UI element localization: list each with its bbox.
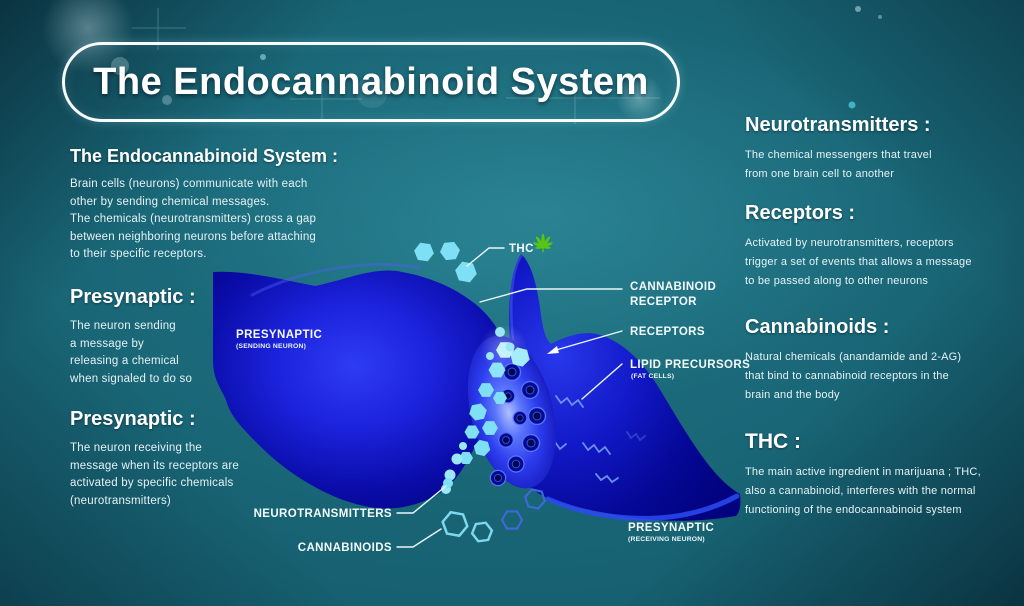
- section-heading: Presynaptic :: [70, 408, 196, 430]
- section-body: The main active ingredient in marijuana …: [745, 466, 981, 516]
- label-presynaptic-sending: PRESYNAPTIC: [236, 329, 322, 341]
- section-body: The chemical messengers that travel from…: [745, 149, 932, 180]
- cannabinoid-outline-molecules: [439, 509, 495, 544]
- label-cannabinoid-receptor: CANNABINOID: [630, 281, 716, 293]
- lipid-precursors-leader-line: [581, 363, 623, 400]
- thc-leader-line: [466, 247, 505, 267]
- neurotransmitter-molecules: [441, 327, 515, 494]
- cannabis-leaf-icon: [532, 233, 554, 253]
- section-body: Activated by neurotransmitters, receptor…: [745, 237, 972, 287]
- section-neurotransmitters: Neurotransmitters : The chemical messeng…: [745, 114, 1021, 184]
- label-lipid-precursors: LIPID PRECURSORS: [630, 359, 750, 371]
- neurotransmitters-leader-line: [396, 485, 447, 514]
- leader-lines: [396, 247, 623, 548]
- label-lipid-precursors-sub: (FAT CELLS): [631, 373, 674, 380]
- section-heading: THC :: [745, 430, 801, 453]
- section-cannabinoids: Cannabinoids : Natural chemicals (ananda…: [745, 316, 1021, 405]
- section-heading: The Endocannabinoid System :: [70, 146, 339, 166]
- neuron-hexagons: [500, 487, 548, 530]
- section-body: Natural chemicals (anandamide and 2-AG) …: [745, 351, 962, 401]
- receptors-leader-line: [555, 330, 623, 351]
- label-cannabinoids: CANNABINOIDS: [298, 542, 392, 554]
- sparkle-cross-icon: [132, 8, 660, 124]
- label-thc: THC: [509, 243, 534, 255]
- section-presynaptic-sending: Presynaptic : The neuron sending a messa…: [70, 286, 330, 388]
- page-title: The Endocannabinoid System: [93, 60, 649, 103]
- presynaptic-neuron-shape: [213, 263, 508, 509]
- section-body: The neuron sending a message by releasin…: [70, 320, 193, 385]
- receptors-arrow-icon: [547, 346, 559, 354]
- label-presynaptic-sending-sub: (SENDING NEURON): [236, 343, 306, 350]
- section-receptors: Receptors : Activated by neurotransmitte…: [745, 202, 1021, 291]
- section-endocannabinoid-system: The Endocannabinoid System : Brain cells…: [70, 146, 400, 264]
- section-heading: Presynaptic :: [70, 286, 196, 308]
- diagram-labels: THC CANNABINOID RECEPTOR RECEPTORS LIPID…: [236, 243, 750, 554]
- label-cannabinoid-receptor-2: RECEPTOR: [630, 296, 697, 308]
- section-body: The neuron receiving the message when it…: [70, 442, 239, 507]
- title-banner: The Endocannabinoid System: [62, 42, 680, 122]
- label-receptors: RECEPTORS: [630, 326, 705, 338]
- section-body: Brain cells (neurons) communicate with e…: [70, 178, 317, 260]
- section-presynaptic-receiving: Presynaptic : The neuron receiving the m…: [70, 408, 360, 510]
- label-neurotransmitters: NEUROTRANSMITTERS: [254, 508, 392, 520]
- section-heading: Receptors :: [745, 202, 856, 224]
- label-presynaptic-receiving: PRESYNAPTIC: [628, 522, 714, 534]
- label-presynaptic-receiving-sub: (RECEIVING NEURON): [628, 536, 705, 543]
- cannabinoid-receptor-leader-line: [479, 288, 623, 303]
- cannabinoids-leader-line: [396, 528, 442, 548]
- section-heading: Cannabinoids :: [745, 316, 890, 338]
- section-thc: THC : The main active ingredient in mari…: [745, 430, 1021, 520]
- section-heading: Neurotransmitters :: [745, 114, 931, 136]
